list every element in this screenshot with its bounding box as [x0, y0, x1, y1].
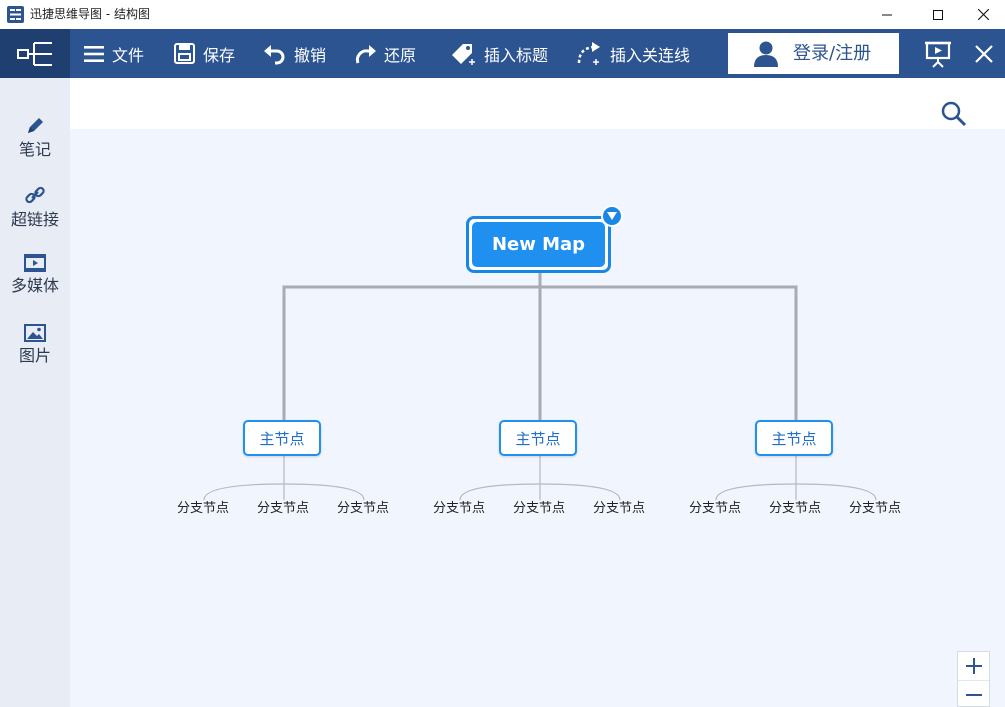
sidebar-item-multimedia[interactable]: 多媒体 — [0, 254, 70, 314]
presentation-icon — [925, 41, 951, 68]
branch-node[interactable]: 分支节点 — [688, 501, 741, 516]
login-label: 登录/注册 — [793, 43, 872, 64]
save-label: 保存 — [203, 45, 236, 65]
maximize-icon — [933, 9, 943, 20]
root-node-label: New Map — [472, 222, 605, 267]
save-icon — [174, 43, 195, 64]
sidebar-item-notes[interactable]: 笔记 — [0, 116, 70, 176]
main-node[interactable]: 主节点 — [755, 420, 833, 456]
film-icon — [24, 254, 46, 272]
branch-node[interactable]: 分支节点 — [176, 501, 229, 516]
file-label: 文件 — [112, 45, 145, 65]
app-logo-icon — [7, 6, 24, 23]
presentation-button[interactable] — [918, 29, 958, 78]
insert-topic-label: 插入标题 — [484, 45, 549, 65]
search-icon[interactable] — [940, 100, 968, 128]
minus-icon — [965, 693, 982, 696]
sidebar-item-image[interactable]: 图片 — [0, 324, 70, 384]
close-icon — [975, 44, 993, 63]
branch-node[interactable]: 分支节点 — [512, 501, 565, 516]
branch-node[interactable]: 分支节点 — [256, 501, 309, 516]
sidebar-item-label: 笔记 — [18, 140, 51, 159]
close-editor-button[interactable] — [964, 29, 1004, 78]
insert-topic-button[interactable]: 插入标题 — [450, 29, 548, 78]
triangle-down-icon — [607, 212, 617, 220]
branch-node[interactable]: 分支节点 — [432, 501, 485, 516]
undo-label: 撤销 — [294, 45, 327, 65]
minimize-button[interactable] — [864, 0, 910, 29]
maximize-button[interactable] — [915, 0, 961, 29]
insert-relation-label: 插入关连线 — [610, 45, 691, 65]
sidebar-item-hyperlink[interactable]: 超链接 — [0, 184, 70, 244]
insert-relation-button[interactable]: 插入关连线 — [576, 29, 690, 78]
window-close-button[interactable] — [960, 0, 1005, 29]
link-icon — [25, 186, 45, 204]
structure-icon — [17, 41, 52, 66]
pencil-icon — [28, 118, 43, 133]
zoom-out-button[interactable] — [958, 680, 989, 707]
sidebar-item-label: 图片 — [18, 346, 51, 365]
left-sidebar: 笔记 超链接 多媒体 图片 — [0, 78, 70, 707]
sidebar-item-label: 多媒体 — [10, 276, 59, 295]
title-bar: 迅捷思维导图 - 结构图 — [0, 0, 1005, 29]
image-icon — [24, 324, 46, 342]
user-icon — [754, 41, 778, 67]
zoom-in-button[interactable] — [958, 652, 989, 680]
root-node[interactable]: New Map — [466, 216, 611, 273]
branch-node[interactable]: 分支节点 — [336, 501, 389, 516]
tag-icon — [452, 43, 475, 65]
structure-menu-button[interactable] — [0, 29, 70, 78]
undo-icon — [264, 44, 285, 64]
search-strip — [70, 78, 1005, 129]
collapse-toggle-button[interactable] — [601, 205, 623, 227]
main-node[interactable]: 主节点 — [499, 420, 577, 456]
file-menu-button[interactable]: 文件 — [84, 29, 144, 78]
relation-line-icon — [577, 41, 600, 65]
sidebar-item-label: 超链接 — [10, 210, 59, 229]
redo-button[interactable]: 还原 — [354, 29, 416, 78]
menu-icon — [84, 45, 104, 62]
zoom-controls — [957, 651, 990, 707]
save-button[interactable]: 保存 — [174, 29, 235, 78]
redo-icon — [355, 44, 376, 64]
branch-node[interactable]: 分支节点 — [848, 501, 901, 516]
login-register-button[interactable]: 登录/注册 — [728, 33, 899, 74]
branch-node[interactable]: 分支节点 — [592, 501, 645, 516]
main-toolbar: 文件 保存 撤销 还原 插入标题 — [0, 29, 1005, 78]
plus-icon — [965, 658, 982, 674]
main-node[interactable]: 主节点 — [243, 420, 321, 456]
minimize-icon — [882, 14, 892, 15]
redo-label: 还原 — [384, 45, 417, 65]
branch-node[interactable]: 分支节点 — [768, 501, 821, 516]
window-title: 迅捷思维导图 - 结构图 — [30, 7, 150, 21]
undo-button[interactable]: 撤销 — [264, 29, 326, 78]
close-icon — [977, 9, 989, 20]
